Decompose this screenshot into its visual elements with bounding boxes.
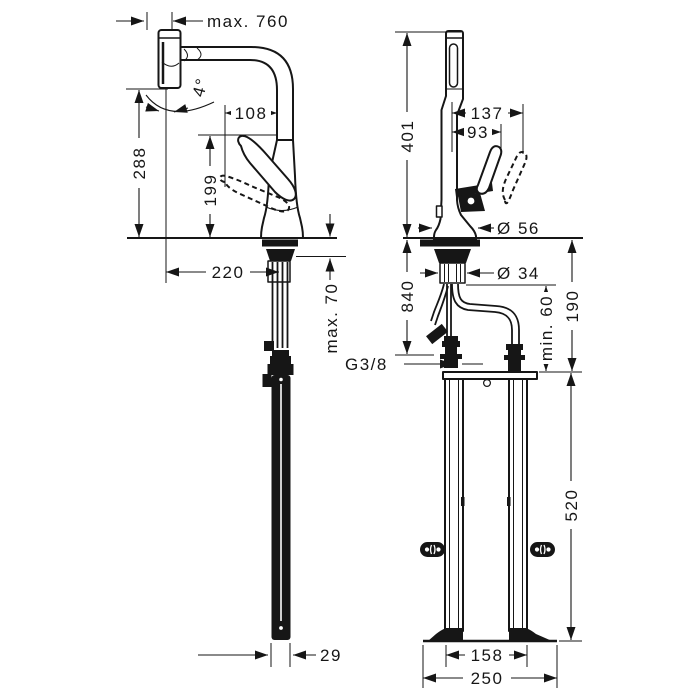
hose-fitting — [508, 360, 521, 372]
dim-label-250: 250 — [471, 669, 504, 688]
dim-288: 288 — [126, 88, 168, 237]
dim-label-108: 108 — [235, 104, 268, 123]
hose-fitting — [445, 347, 457, 354]
hose-fitting — [442, 341, 460, 347]
rail-tab — [507, 497, 511, 506]
dim-137: 137 — [452, 104, 524, 154]
below-deck-front — [262, 239, 298, 640]
clip-left — [420, 542, 445, 557]
dim-label-137: 137 — [471, 104, 504, 123]
dim-label-220: 220 — [212, 263, 245, 282]
weight-fitting — [272, 350, 289, 356]
dim-250: 250 — [422, 645, 558, 688]
dim-dia34: Ø 34 — [420, 264, 540, 283]
dim-label-190: 190 — [563, 290, 582, 323]
hose-fitting — [504, 355, 525, 360]
weight-fitting — [267, 364, 294, 375]
mounting-nut-front — [266, 249, 295, 261]
rail-tab — [461, 497, 465, 506]
dim-label-401: 401 — [398, 120, 417, 153]
weight-hole-bottom — [279, 626, 283, 630]
handle-side-dashed — [501, 151, 528, 205]
bracket-foot-right — [509, 628, 552, 641]
dim-label-520: 520 — [562, 489, 581, 522]
dim-label-199: 199 — [201, 174, 220, 207]
aerator-outlet — [435, 205, 443, 218]
thread-label: G3/8 — [345, 355, 483, 374]
hose-fitting — [506, 344, 523, 350]
dim-label-deck-max: max. 70 — [322, 283, 341, 354]
dim-29: 29 — [198, 643, 342, 667]
dim-deck-max: max. 70 — [296, 214, 346, 356]
dim-label-pullout: max. 760 — [207, 12, 289, 31]
hose-fitting — [508, 350, 521, 355]
dim-199: 199 — [198, 134, 277, 237]
dim-label-thread: G3/8 — [345, 355, 388, 374]
bracket-foot-left — [428, 628, 463, 641]
supply-hose — [430, 283, 445, 322]
dim-label-min60: min. 60 — [537, 295, 556, 361]
handle-pivot-hole — [467, 197, 475, 205]
dim-label-dia34: Ø 34 — [497, 264, 540, 283]
dim-min60: min. 60 — [466, 284, 556, 371]
dim-label-158: 158 — [471, 646, 504, 665]
spray-slot — [448, 43, 459, 88]
spray-head-curve — [161, 61, 180, 67]
dim-108: 108 — [224, 104, 277, 187]
dim-label-swivel: 4° — [189, 75, 212, 99]
dim-190: 190 — [563, 240, 582, 371]
bracket-rail-right — [508, 378, 528, 632]
handle-front — [237, 134, 297, 202]
plate-hole — [483, 379, 492, 388]
dim-401: 401 — [395, 31, 461, 237]
dim-swivel: 4° — [145, 75, 215, 113]
dim-pullout: max. 760 — [116, 12, 289, 31]
clip-right — [530, 542, 555, 557]
dim-158: 158 — [445, 645, 528, 667]
dim-label-29: 29 — [320, 646, 342, 665]
weight-hole-top — [279, 377, 283, 382]
shank-side — [439, 262, 466, 284]
below-deck-side — [420, 239, 525, 372]
pullout-hose — [457, 283, 520, 345]
hose-fitting — [440, 354, 462, 359]
pullout-hose — [451, 283, 513, 345]
hose-connector-small — [264, 341, 274, 351]
hose-fitting — [444, 336, 458, 341]
dim-840: 840 — [395, 240, 434, 356]
handle-side — [475, 145, 503, 195]
dim-93: 93 — [452, 123, 502, 150]
spout-joint-line — [196, 47, 202, 61]
dim-520: 520 — [539, 371, 582, 642]
dim-label-dia56: Ø 56 — [497, 219, 540, 238]
escutcheon-side — [420, 239, 480, 247]
spout-joint-line — [183, 48, 188, 62]
supply-connector-angled — [426, 323, 448, 345]
escutcheon-front — [262, 239, 298, 247]
dim-label-288: 288 — [130, 147, 149, 180]
bracket-top-plate — [442, 371, 538, 380]
dim-220: 220 — [166, 263, 279, 282]
mounting-bracket — [420, 371, 557, 643]
side-view: 401 137 93 Ø 56 Ø 34 — [345, 30, 583, 688]
dim-dia56: Ø 56 — [418, 219, 540, 238]
dim-label-93: 93 — [467, 123, 489, 142]
faucet-front — [157, 29, 304, 239]
weight-clip — [262, 374, 272, 387]
dim-label-840: 840 — [398, 280, 417, 313]
mounting-nut-side — [434, 249, 471, 263]
weight-fitting — [270, 356, 291, 364]
bracket-rail-left — [444, 378, 464, 632]
front-view: max. 760 4° 108 288 — [116, 12, 346, 667]
